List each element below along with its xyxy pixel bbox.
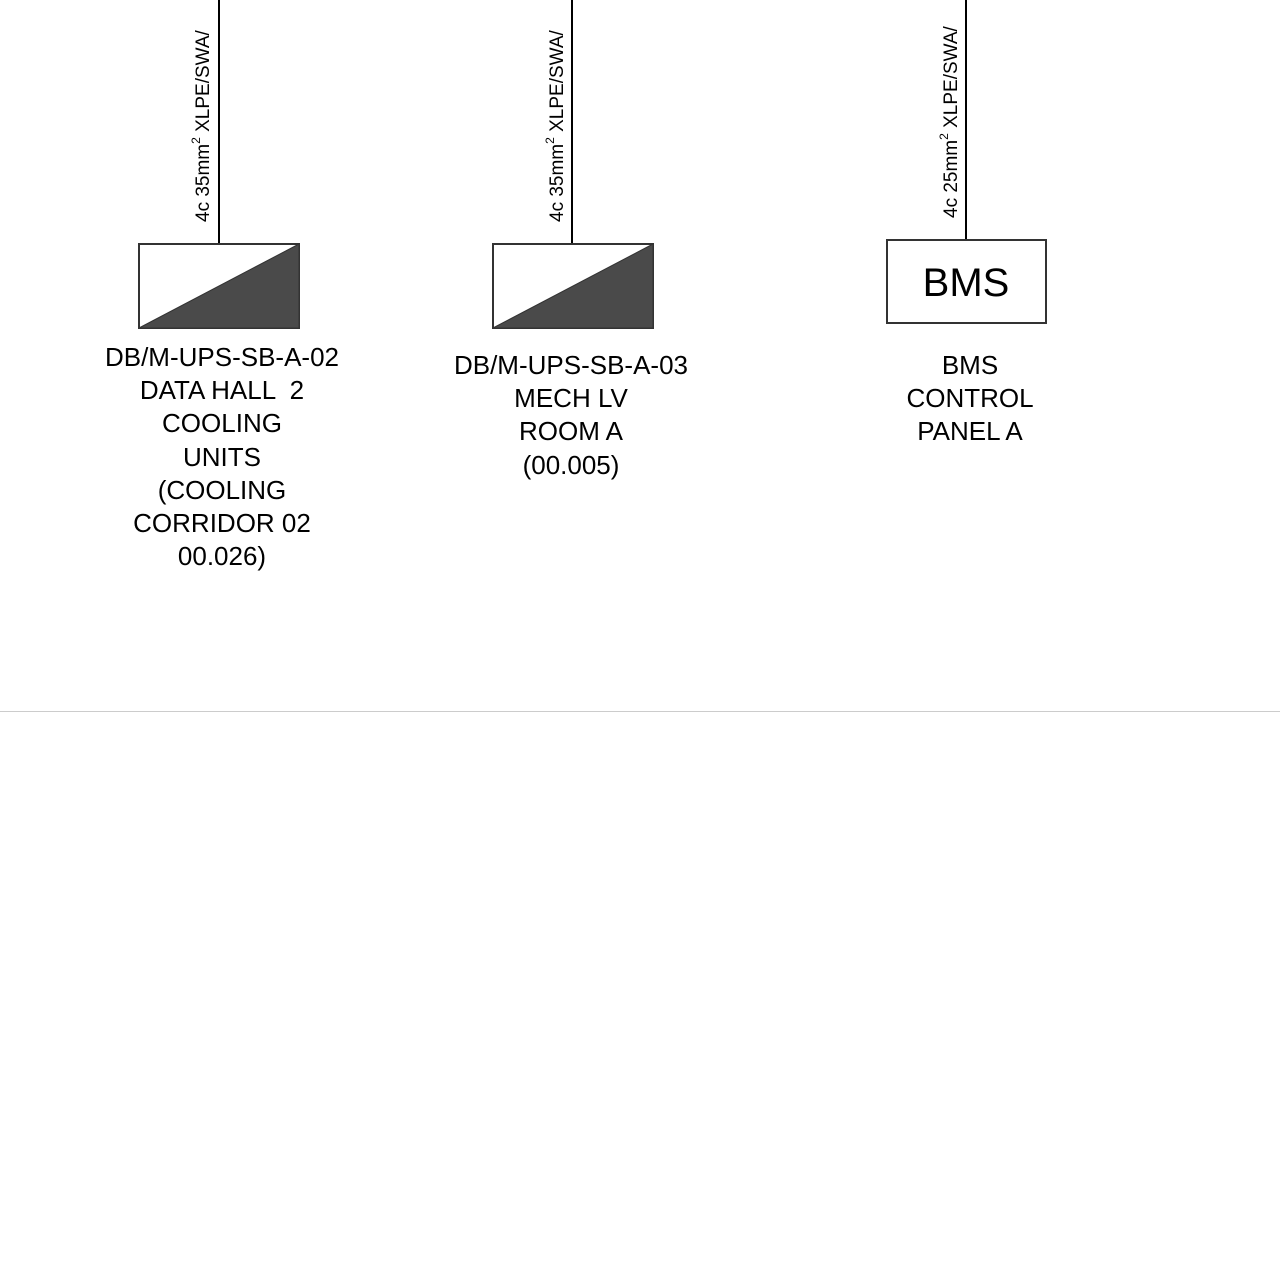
caption-line: DB/M-UPS-SB-A-02 bbox=[104, 342, 340, 372]
cable-type-text: XLPE/SWA/ bbox=[547, 29, 568, 137]
caption-line: 00.026) bbox=[177, 541, 267, 572]
caption-ups-sb-a-03: DB/M-UPS-SB-A-03 MECH LV ROOM A (00.005) bbox=[421, 349, 721, 482]
ups-board-shaded-triangle bbox=[492, 243, 654, 329]
caption-line: (00.005) bbox=[522, 449, 620, 480]
caption-line: MECH LV bbox=[514, 383, 628, 414]
cable-size-text: 4c 35mm bbox=[193, 144, 214, 222]
ups-distribution-board-symbol bbox=[492, 243, 654, 329]
caption-line: CONTROL bbox=[906, 383, 1034, 414]
caption-line: UNITS bbox=[183, 441, 261, 472]
cable-size-text: 4c 35mm bbox=[547, 144, 568, 222]
caption-ups-sb-a-02: DB/M-UPS-SB-A-02 DATA HALL 2 COOLING UNI… bbox=[72, 341, 372, 573]
cable-size-superscript: 2 bbox=[543, 137, 557, 144]
bms-box-label: BMS bbox=[923, 261, 1010, 305]
ups-distribution-board-symbol bbox=[138, 243, 300, 329]
cable-type-text: XLPE/SWA/ bbox=[193, 29, 214, 137]
caption-line: DB/M-UPS-SB-A-03 bbox=[453, 350, 689, 380]
caption-line: CORRIDOR 02 bbox=[133, 508, 311, 539]
cable-size-text: 4c 25mm bbox=[941, 140, 962, 218]
cable-label-ups-sb-a-02: 4c 35mm2 XLPE/SWA/ bbox=[189, 29, 214, 222]
cable-size-superscript: 2 bbox=[937, 133, 951, 140]
caption-line: PANEL A bbox=[917, 416, 1023, 447]
caption-line: BMS bbox=[941, 350, 999, 380]
cable-size-superscript: 2 bbox=[189, 137, 203, 144]
cable-label-bms-a: 4c 25mm2 XLPE/SWA/ bbox=[937, 25, 962, 218]
caption-line: (COOLING bbox=[157, 474, 287, 505]
caption-line: COOLING bbox=[162, 408, 282, 439]
caption-line: ROOM A bbox=[518, 416, 623, 447]
cable-type-text: XLPE/SWA/ bbox=[941, 25, 962, 133]
bms-box-symbol: BMS bbox=[886, 239, 1047, 324]
caption-line: DATA HALL 2 bbox=[139, 375, 305, 406]
caption-bms-a: BMS CONTROL PANEL A bbox=[820, 349, 1120, 449]
cable-label-ups-sb-a-03: 4c 35mm2 XLPE/SWA/ bbox=[543, 29, 568, 222]
ups-board-shaded-triangle bbox=[138, 243, 300, 329]
